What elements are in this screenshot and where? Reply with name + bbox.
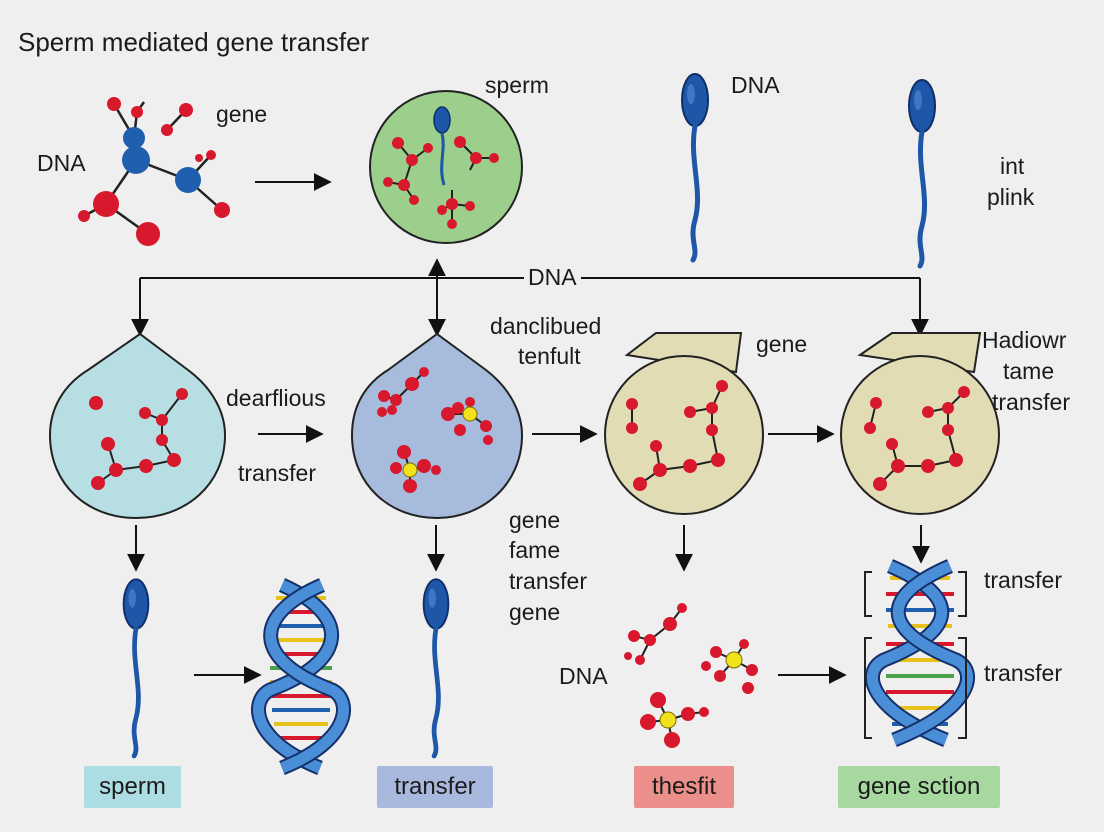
sperm-icon [909, 80, 935, 266]
label-dearflious: dearflious [226, 385, 326, 411]
label-dna-line: DNA [524, 262, 581, 293]
blue-cell [350, 332, 524, 520]
label-transfer: transfer [984, 567, 1062, 593]
box-sperm: sperm [84, 766, 181, 808]
label-dna: DNA [559, 663, 608, 689]
label-dna: DNA [731, 72, 780, 98]
box-transfer: transfer [377, 766, 493, 808]
dna-molecule-icon [78, 97, 230, 246]
label-gene: gene [509, 599, 561, 625]
label-transfer: transfer [992, 389, 1070, 415]
connector-lines [127, 173, 930, 684]
label-dna: DNA [37, 150, 86, 176]
sperm-icon [682, 74, 708, 260]
brackets [864, 571, 967, 739]
green-cell [369, 90, 523, 244]
sperm-icon [424, 579, 449, 756]
label-danclibued: danclibued [490, 313, 602, 339]
sperm-icon [124, 579, 149, 756]
box-thesfit: thesfit [634, 766, 734, 808]
label-transfer: transfer [984, 660, 1062, 686]
label-transfer: transfer [509, 568, 587, 594]
cyan-cell [48, 332, 227, 520]
label-int: int [1000, 153, 1025, 179]
dna-helix-icon [864, 559, 976, 747]
box-gene-sction: gene sction [838, 766, 1000, 808]
tan-cell [840, 332, 1000, 515]
sperm-icon [433, 106, 451, 186]
label-gene: gene [509, 507, 561, 533]
label-hadiowr: Hadiowr [982, 327, 1067, 353]
diagram-title: Sperm mediated gene transfer [18, 27, 370, 57]
label-tame: tame [1003, 358, 1055, 384]
label-gene: gene [216, 101, 268, 127]
dna-helix-icon [251, 578, 351, 775]
label-plink: plink [987, 184, 1035, 210]
label-gene: gene [756, 331, 808, 357]
label-transfer: transfer [238, 460, 316, 486]
label-sperm: sperm [485, 72, 549, 98]
label-fame: fame [509, 537, 561, 563]
label-tenfult: tenfult [518, 343, 581, 369]
tan-cell [604, 332, 764, 515]
molecule-cluster-icon [624, 603, 758, 748]
